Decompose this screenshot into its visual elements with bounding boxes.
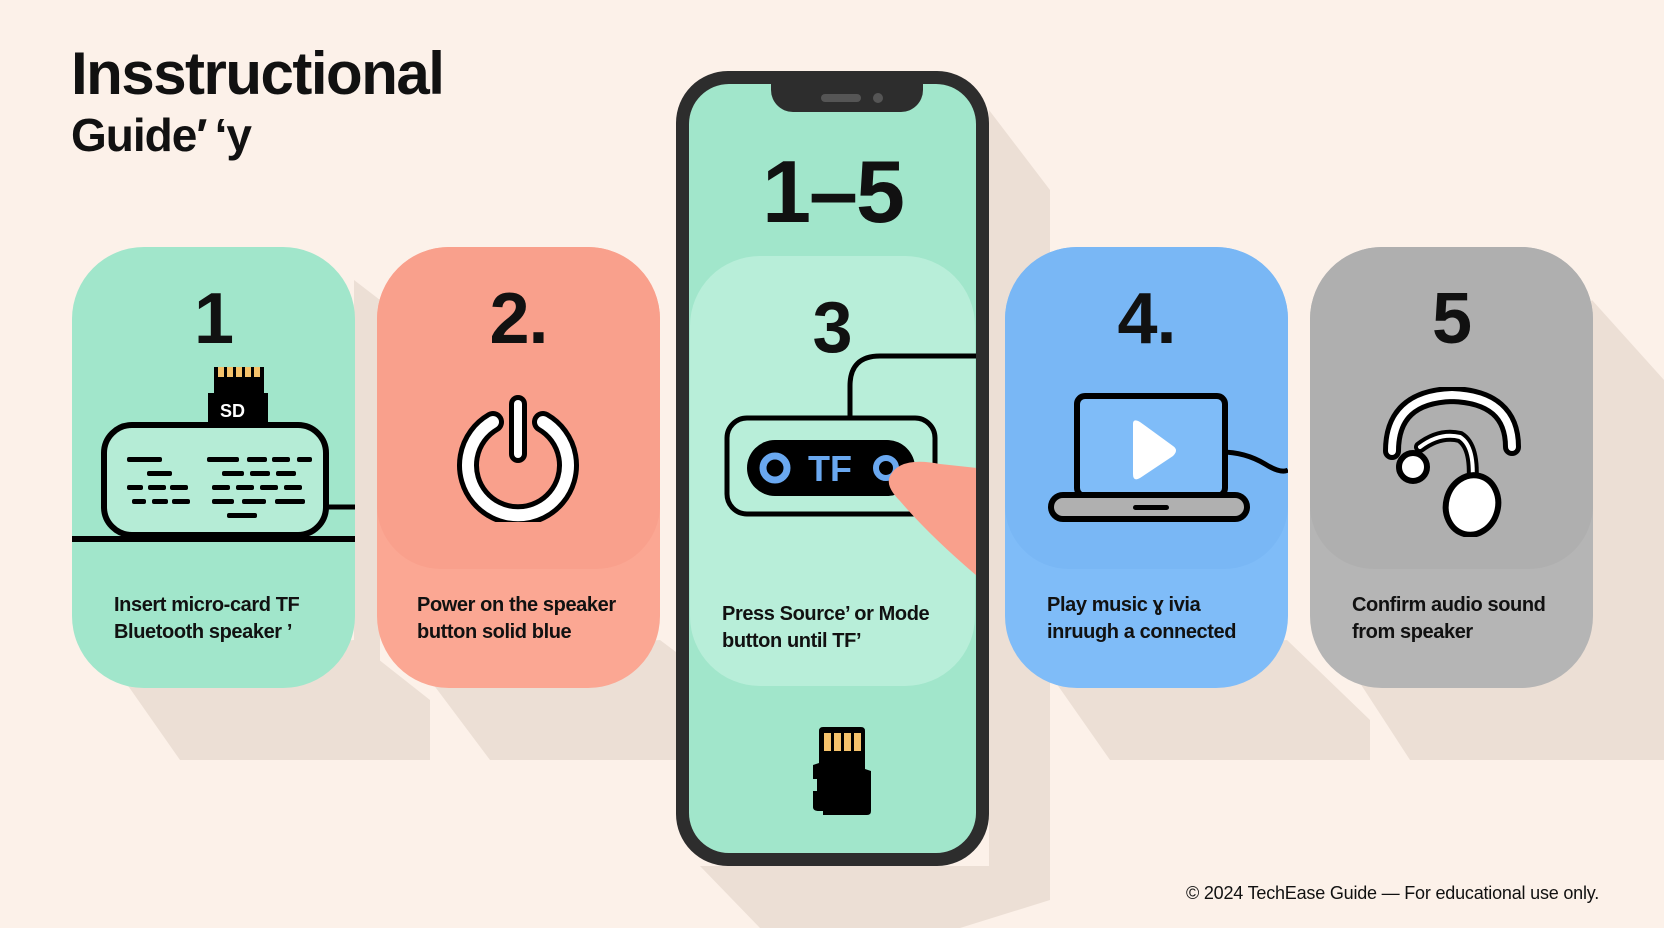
step-description: Confirm audio sound from speaker bbox=[1352, 594, 1546, 643]
speaker-grille bbox=[821, 94, 861, 102]
step-card-2: 2. Power on the speaker button solid blu… bbox=[377, 247, 660, 688]
step-card-4: 4. Play music ɣ ivia inruugh a connected bbox=[1005, 247, 1288, 688]
step-card-3: 3 TF Press Source’ or Mode button until … bbox=[690, 256, 976, 686]
step-description: Power on the speaker button solid blue bbox=[417, 594, 616, 643]
speaker-with-sd-card-icon: SD bbox=[72, 367, 355, 542]
step-number: 3 bbox=[812, 288, 853, 368]
micro-sd-card-icon bbox=[813, 727, 871, 815]
step-description: Press Source’ or Mode button until TF’ bbox=[722, 603, 930, 652]
step-number: 2. bbox=[489, 279, 548, 359]
step-card-5: 5 Confirm audio sound from speaker bbox=[1310, 247, 1593, 688]
page-title: Insstructional Guide′ ʻy bbox=[71, 40, 445, 161]
phone-frame: 1–5 3 TF Press Source’ or Mode button un… bbox=[676, 71, 989, 866]
footer-copyright: © 2024 TechEase Guide — For educational … bbox=[1186, 883, 1600, 903]
tf-mode-button-icon: TF bbox=[724, 353, 976, 576]
step-description: Play music ɣ ivia inruugh a connected bbox=[1047, 594, 1237, 643]
step-description: Insert micro-card TF Bluetooth speaker ’ bbox=[114, 594, 300, 643]
audio-sound-icon bbox=[1383, 387, 1521, 537]
svg-text:SD: SD bbox=[220, 401, 245, 421]
camera-dot bbox=[873, 93, 883, 103]
phone-screen: 1–5 3 TF Press Source’ or Mode button un… bbox=[689, 84, 976, 853]
laptop-play-icon bbox=[1048, 393, 1288, 522]
power-icon bbox=[457, 395, 579, 522]
step-number: 5 bbox=[1431, 279, 1472, 359]
step-number: 1 bbox=[193, 279, 234, 359]
step-range-label: 1–5 bbox=[762, 142, 905, 241]
svg-text:TF: TF bbox=[808, 448, 852, 489]
phone-notch bbox=[771, 84, 923, 112]
step-number: 4. bbox=[1117, 279, 1176, 359]
step-card-1: 1 SD Insert micro-card TF Bluetooth spea… bbox=[72, 247, 355, 688]
title-line-2: Guide′ ʻy bbox=[71, 109, 252, 161]
title-line-1: Insstructional bbox=[71, 40, 445, 107]
